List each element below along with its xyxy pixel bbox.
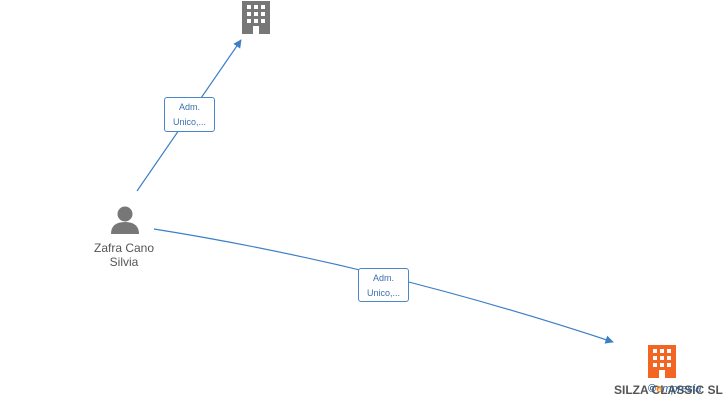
brand-name: mpresia [662,383,702,395]
watermark: ©empresia [648,383,701,395]
building-icon[interactable] [648,345,676,378]
edge-label[interactable]: Adm. Unico,... [164,97,215,132]
person-name-label[interactable]: Zafra Cano Silvia [84,241,164,269]
edge-label-line1: Adm. [372,273,394,283]
person-name-line1: Zafra Cano [93,241,155,255]
person-name-line2: Silvia [109,255,139,269]
building-icon[interactable] [242,1,270,34]
person-icon[interactable] [111,206,139,235]
brand-logo-e: e [656,383,663,395]
edge-label-line2: Unico,... [172,117,206,127]
copyright-symbol: © [648,383,657,395]
company-name-label[interactable]: SILZA CLASSIC SL [614,383,723,397]
edge-label-line1: Adm. [178,102,200,112]
edge-label[interactable]: Adm. Unico,... [358,268,409,302]
edge-label-line2: Unico,... [366,288,400,298]
